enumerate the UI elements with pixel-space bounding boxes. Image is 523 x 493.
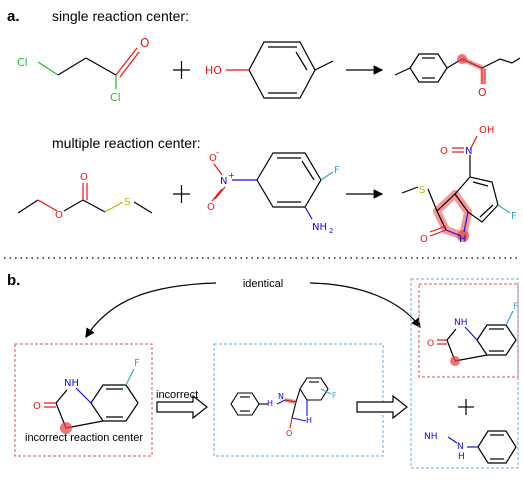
panel-a-label: a.: [7, 8, 20, 25]
reactant-chloropropanoyl-chloride: [37, 47, 140, 89]
amine-subscript: 2: [329, 227, 333, 235]
reaction-arrow-hollow: [356, 394, 408, 420]
amine-label: NH: [424, 432, 438, 442]
ground-truth-box: [410, 278, 519, 469]
plus-sign: [173, 61, 190, 79]
reaction-center-highlight: [60, 422, 72, 434]
oxygen-atom-label: O: [478, 86, 487, 99]
identical-label: identical: [243, 278, 283, 290]
amine-label: NH: [312, 222, 327, 233]
sulfur-atom-label: S: [124, 197, 130, 208]
reaction-center-highlight: [284, 398, 297, 404]
incorrect-label: incorrect: [156, 389, 198, 401]
oxindole-incorrect-center: [44, 368, 139, 429]
chlorine-atom-label: Cl: [17, 56, 28, 69]
fluorine-atom-label: F: [511, 211, 517, 222]
nh-label: NH: [64, 378, 79, 389]
chlorine-atom-label: Cl: [110, 91, 121, 104]
hydrazine-nh-label: H: [267, 399, 273, 408]
reaction-center-highlight: [457, 54, 486, 84]
nitrogen-atom-label: N: [220, 176, 227, 187]
identical-arrow-left: [85, 282, 217, 339]
oxygen-atom-label: O: [33, 401, 41, 412]
hydroxyl-label: OH: [479, 125, 494, 136]
identical-arrow-right: [309, 282, 421, 328]
incorrect-arrow: [156, 394, 208, 420]
hydrazine-n-label: N: [278, 392, 284, 401]
hydrazine-h-label: H: [458, 452, 465, 462]
product-nitro-oxindole: [401, 135, 511, 237]
oxygen-atom-label: O: [80, 172, 88, 183]
correct-center-box: [418, 283, 519, 378]
oxygen-atom-label: O: [140, 36, 149, 50]
oxygen-atom-label: O: [440, 146, 448, 157]
oxygen-atom-label: O: [209, 153, 217, 164]
phenylhydrazine: [447, 430, 517, 464]
isatin-hydrazone: [230, 377, 332, 429]
incorrect-center-label: incorrect reaction center: [25, 432, 143, 444]
negative-charge: -: [216, 148, 219, 158]
oxygen-atom-label: O: [420, 234, 428, 245]
incorrect-center-box: [14, 343, 153, 457]
reactant-ethyl-methylthioacetate: [17, 183, 153, 214]
plus-sign: [458, 399, 474, 415]
reaction-center-highlight: [450, 356, 460, 366]
fluorine-atom-label: F: [332, 391, 337, 400]
reactant-p-cresol: [226, 41, 334, 99]
intermediate-box: [213, 343, 384, 457]
oxindole-product: [437, 310, 517, 362]
single-reaction-title: single reaction center:: [52, 8, 189, 24]
reactant-fluoro-nitroaniline: [211, 152, 334, 220]
plus-sign: [173, 185, 190, 203]
nh-label: NH: [454, 318, 468, 328]
positive-charge: +: [228, 171, 235, 180]
fluorine-atom-label: F: [134, 358, 140, 369]
nh-label: H: [306, 416, 312, 425]
fluorine-atom-label: F: [513, 302, 518, 312]
reaction-center-highlight: [457, 230, 469, 242]
multiple-reaction-title: multiple reaction center:: [52, 135, 201, 151]
nh-label: H: [459, 234, 467, 245]
oxygen-atom-label: O: [55, 210, 63, 221]
reaction-center-highlight: [433, 190, 472, 240]
hydroxyl-label: HO: [205, 64, 222, 77]
oxygen-atom-label: O: [286, 429, 292, 438]
panel-b-label: b.: [7, 272, 20, 289]
sulfur-atom-label: S: [419, 185, 425, 196]
oxygen-atom-label: O: [427, 339, 434, 349]
nitrogen-atom-label: N: [465, 146, 472, 157]
fluorine-atom-label: F: [334, 165, 340, 176]
oxygen-atom-label: O: [207, 202, 215, 213]
hydrazine-n-label: N: [457, 442, 464, 452]
